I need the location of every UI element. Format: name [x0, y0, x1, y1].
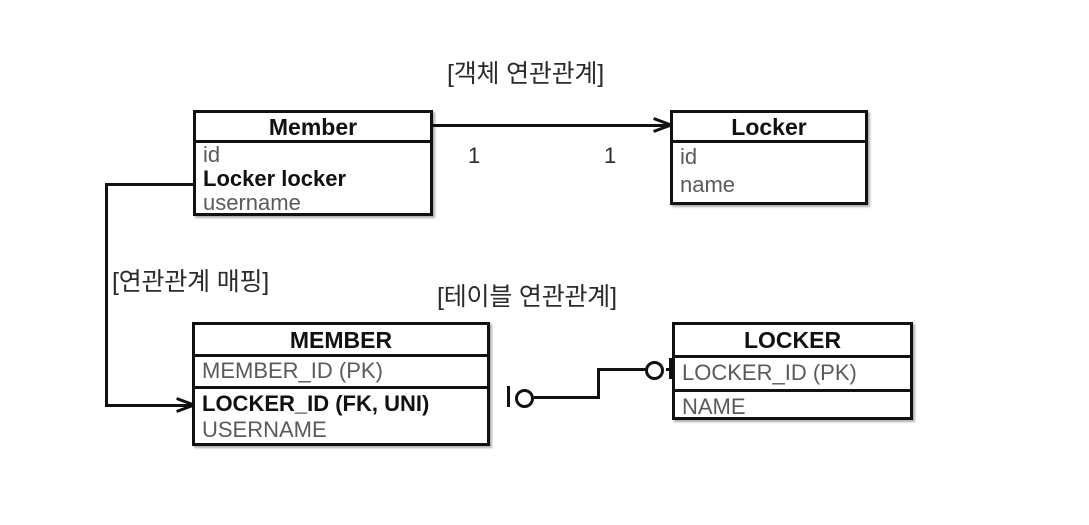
table-box-locker[interactable]: LOCKER LOCKER_ID (PK) NAME: [672, 322, 913, 420]
class-box-member-attributes: id Locker locker username: [196, 143, 430, 215]
relationship-right-one-tick-icon: [669, 358, 672, 379]
table-column-row: LOCKER_ID (FK, UNI): [195, 386, 487, 416]
class-attribute-row: name: [680, 172, 736, 197]
table-column-row: NAME: [675, 389, 910, 420]
relationship-left-segment: [534, 396, 600, 399]
table-column-row: MEMBER_ID (PK): [202, 358, 383, 383]
table-association-title: [테이블 연관관계]: [437, 283, 617, 311]
table-box-member[interactable]: MEMBER MEMBER_ID (PK) LOCKER_ID (FK, UNI…: [192, 322, 490, 446]
association-source-multiplicity: 1: [468, 143, 481, 168]
relationship-vertical-segment: [597, 368, 600, 399]
table-column-row: USERNAME: [202, 417, 327, 442]
relationship-left-optional-circle-icon: [515, 389, 534, 408]
relationship-left-one-tick-icon: [507, 386, 510, 407]
table-box-locker-columns: LOCKER_ID (PK) NAME: [675, 358, 910, 420]
class-box-locker-title: Locker: [673, 113, 865, 143]
table-box-member-columns: MEMBER_ID (PK) LOCKER_ID (FK, UNI) USERN…: [195, 357, 487, 445]
mapping-connector-vertical-segment: [105, 183, 108, 405]
table-column-row: LOCKER_ID (PK): [682, 360, 857, 385]
mapping-connector-bottom-segment: [105, 404, 190, 407]
class-box-locker[interactable]: Locker id name: [670, 110, 868, 205]
class-box-member[interactable]: Member id Locker locker username: [193, 110, 433, 216]
class-attribute-row: Locker locker: [203, 167, 347, 191]
mapping-connector-top-segment: [105, 183, 195, 186]
object-association-title: [객체 연관관계]: [447, 60, 605, 88]
association-target-multiplicity: 1: [604, 143, 617, 168]
class-attribute-row: id: [203, 143, 221, 167]
table-box-member-title: MEMBER: [195, 325, 487, 357]
mapping-title: [연관관계 매핑]: [112, 268, 270, 296]
class-attribute-row: id: [680, 144, 698, 169]
class-attribute-row: username: [203, 191, 301, 215]
table-box-locker-title: LOCKER: [675, 325, 910, 358]
class-box-locker-attributes: id name: [673, 143, 865, 199]
association-line: [433, 124, 667, 127]
relationship-right-segment: [597, 368, 649, 371]
relationship-right-optional-circle-icon: [645, 361, 664, 380]
class-box-member-title: Member: [196, 113, 430, 143]
